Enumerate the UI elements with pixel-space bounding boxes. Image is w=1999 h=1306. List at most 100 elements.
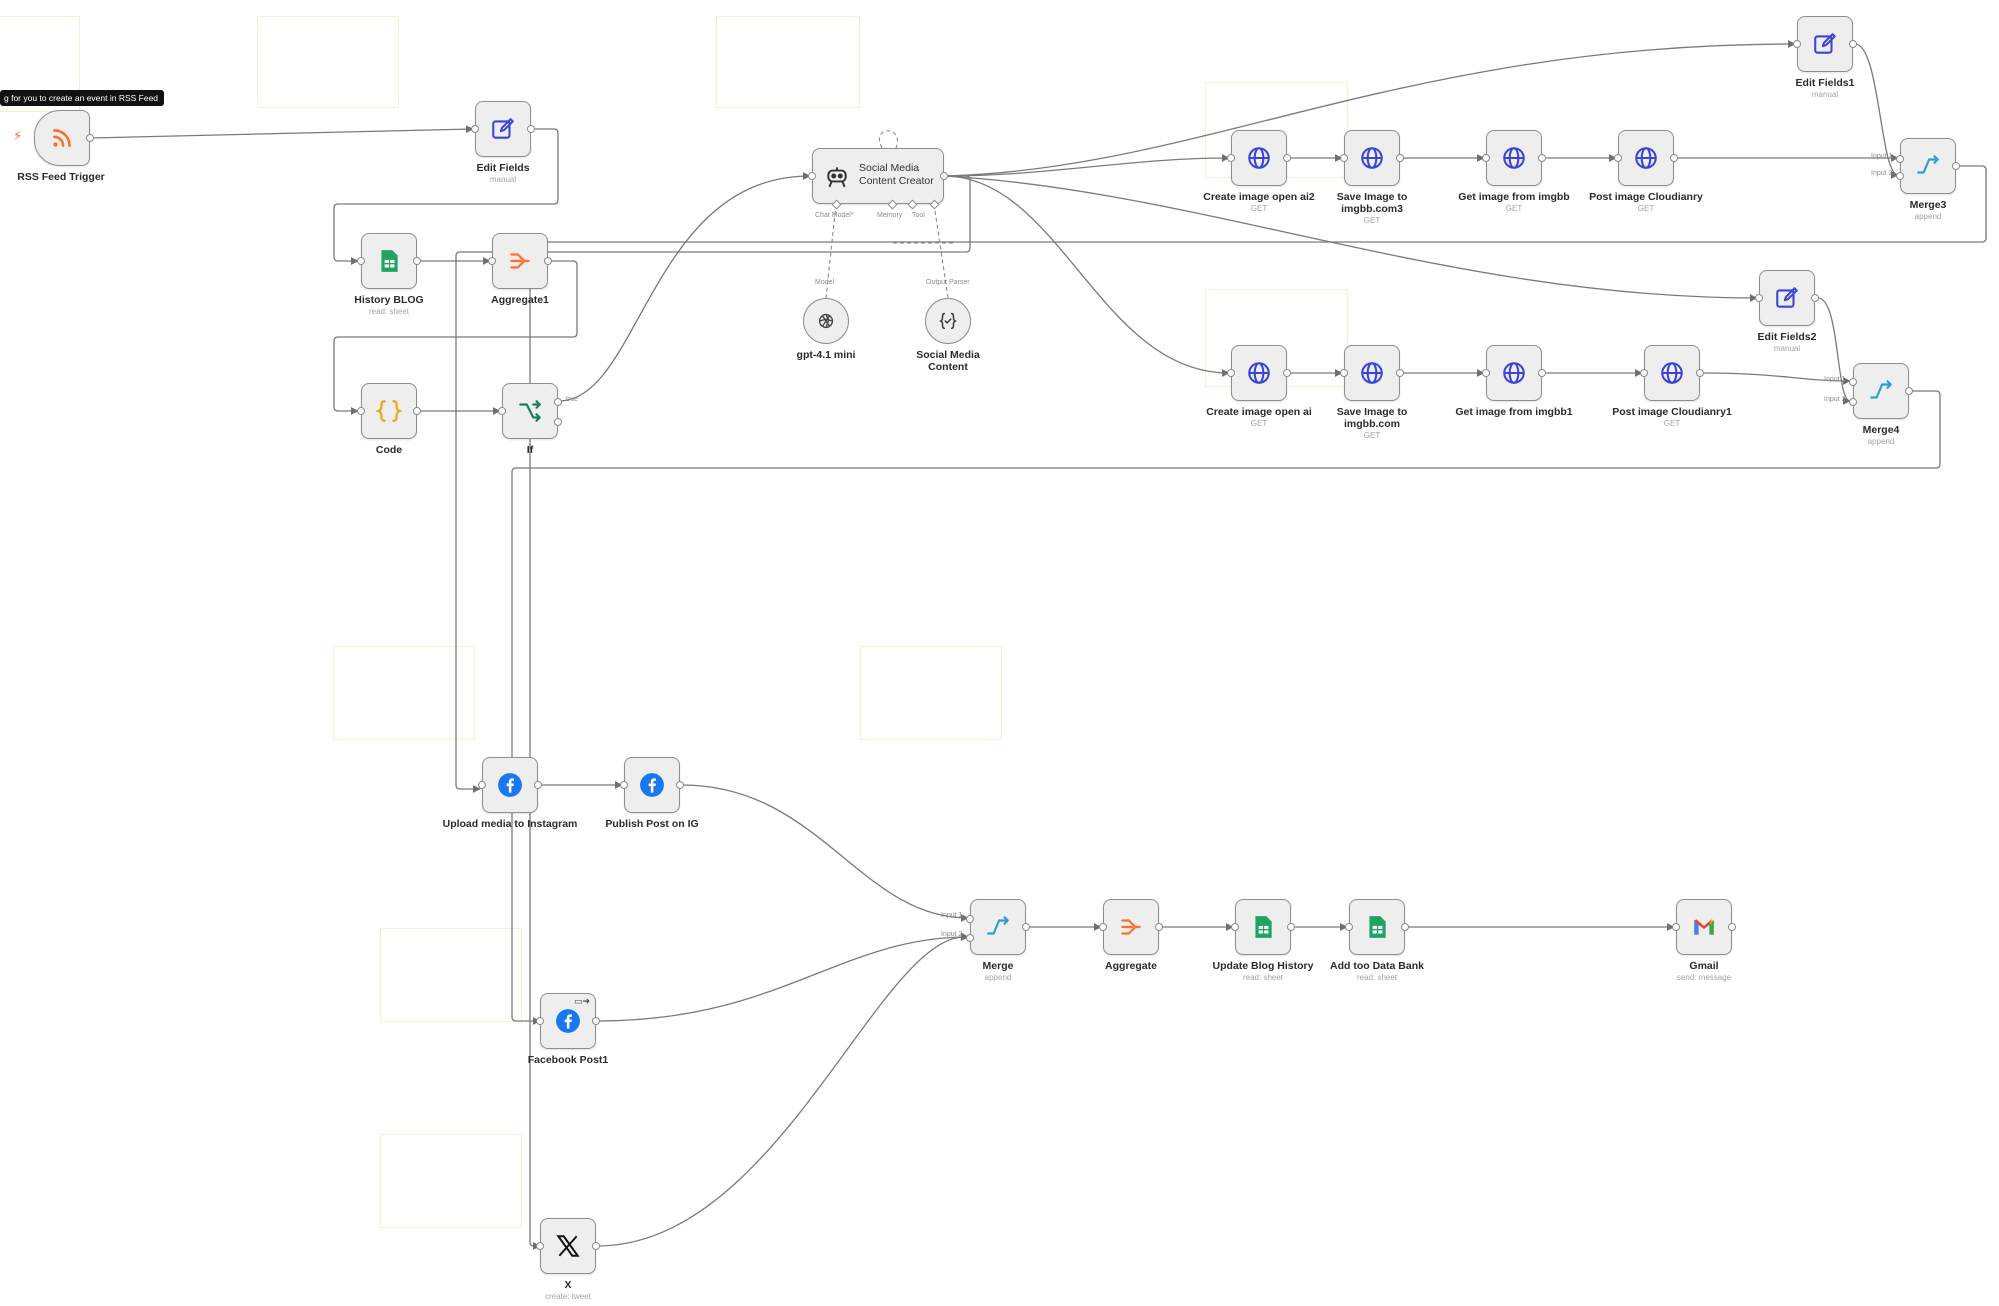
output-port[interactable] — [1728, 923, 1736, 931]
output-port[interactable] — [1849, 40, 1857, 48]
node-label: Code — [375, 444, 403, 456]
output-port[interactable] — [534, 781, 542, 789]
output-port[interactable] — [1155, 923, 1163, 931]
input-port[interactable] — [488, 257, 496, 265]
input-1-port[interactable] — [1849, 378, 1857, 386]
output-port[interactable] — [940, 172, 948, 180]
node-save-image-imgbb[interactable] — [1340, 345, 1404, 401]
output-port[interactable] — [1811, 294, 1819, 302]
output-port[interactable] — [1952, 162, 1960, 170]
input-port[interactable] — [1227, 154, 1235, 162]
input-port[interactable] — [1345, 923, 1353, 931]
input-1-port[interactable] — [966, 915, 974, 923]
true-output-port[interactable] — [554, 398, 562, 406]
input-port[interactable] — [1793, 40, 1801, 48]
node-gpt-4-1-mini[interactable] — [803, 298, 849, 344]
node-post-image-cloudianry[interactable] — [1614, 130, 1678, 186]
node-upload-media-instagram[interactable] — [478, 757, 542, 813]
input-port[interactable] — [1482, 154, 1490, 162]
input-port[interactable] — [357, 257, 365, 265]
input-port[interactable] — [536, 1242, 544, 1250]
node-merge3[interactable] — [1896, 138, 1960, 194]
input-port[interactable] — [620, 781, 628, 789]
node-get-image-imgbb[interactable] — [1482, 130, 1546, 186]
node-merge4[interactable] — [1849, 363, 1913, 419]
node-create-image-open-ai[interactable] — [1227, 345, 1291, 401]
sticky-note[interactable] — [0, 16, 80, 112]
input-port[interactable] — [1614, 154, 1622, 162]
output-port[interactable] — [1670, 154, 1678, 162]
output-port[interactable] — [1022, 923, 1030, 931]
input-port[interactable] — [1231, 923, 1239, 931]
output-port[interactable] — [1696, 369, 1704, 377]
input-2-port[interactable] — [1849, 398, 1857, 406]
connection — [529, 165, 1987, 1250]
output-port[interactable] — [86, 134, 94, 142]
output-port[interactable] — [1396, 369, 1404, 377]
input-port[interactable] — [536, 1017, 544, 1025]
node-get-image-imgbb1[interactable] — [1482, 345, 1546, 401]
input-port[interactable] — [808, 172, 816, 180]
node-aggregate1[interactable] — [488, 233, 552, 289]
output-port[interactable] — [1538, 369, 1546, 377]
input-1-port[interactable] — [1896, 155, 1904, 163]
input-port[interactable] — [1672, 923, 1680, 931]
false-output-port[interactable] — [554, 418, 562, 426]
input-port[interactable] — [471, 125, 479, 133]
output-port[interactable] — [413, 257, 421, 265]
node-edit-fields[interactable] — [471, 101, 535, 157]
sticky-note[interactable] — [257, 16, 399, 108]
input-port[interactable] — [1640, 369, 1648, 377]
node-social-media-content-parser[interactable] — [925, 298, 971, 344]
input-port[interactable] — [1755, 294, 1763, 302]
sheets-icon — [1255, 916, 1272, 938]
sticky-note[interactable] — [380, 928, 522, 1022]
node-update-blog-history[interactable] — [1231, 899, 1295, 955]
output-port[interactable] — [592, 1017, 600, 1025]
sticky-note[interactable] — [333, 646, 475, 740]
node-publish-post-ig[interactable] — [620, 757, 684, 813]
output-port[interactable] — [1287, 923, 1295, 931]
input-2-port[interactable] — [1896, 172, 1904, 180]
sticky-note[interactable] — [860, 646, 1002, 740]
input-2-port[interactable] — [966, 934, 974, 942]
node-save-image-imgbb3[interactable] — [1340, 130, 1404, 186]
node-create-image-open-ai2[interactable] — [1227, 130, 1291, 186]
input-port[interactable] — [1340, 154, 1348, 162]
node-x[interactable] — [536, 1218, 600, 1274]
input-port[interactable] — [478, 781, 486, 789]
output-port[interactable] — [592, 1242, 600, 1250]
node-rss-feed-trigger[interactable] — [34, 110, 94, 166]
output-port[interactable] — [1401, 923, 1409, 931]
node-edit-fields2[interactable] — [1755, 270, 1819, 326]
sticky-note[interactable] — [380, 1134, 522, 1228]
output-port[interactable] — [413, 407, 421, 415]
node-aggregate[interactable] — [1099, 899, 1163, 955]
input-port[interactable] — [1099, 923, 1107, 931]
output-port[interactable] — [1905, 387, 1913, 395]
output-port[interactable] — [1538, 154, 1546, 162]
input-port[interactable] — [1482, 369, 1490, 377]
node-edit-fields1[interactable] — [1793, 16, 1857, 72]
input-port[interactable] — [357, 407, 365, 415]
node-gmail[interactable] — [1672, 899, 1736, 955]
output-port[interactable] — [527, 125, 535, 133]
node-merge[interactable] — [966, 899, 1030, 955]
output-port[interactable] — [1396, 154, 1404, 162]
input-port[interactable] — [498, 407, 506, 415]
node-history-blog[interactable] — [357, 233, 421, 289]
output-port[interactable] — [1283, 154, 1291, 162]
sticky-note[interactable] — [716, 16, 860, 108]
node-add-data-bank[interactable] — [1345, 899, 1409, 955]
input-port[interactable] — [1340, 369, 1348, 377]
node-if[interactable] — [498, 383, 562, 439]
node-post-image-cloudianry1[interactable] — [1640, 345, 1704, 401]
output-port[interactable] — [1283, 369, 1291, 377]
node-facebook-post1[interactable]: ▭➔ — [536, 993, 600, 1049]
output-port[interactable] — [544, 257, 552, 265]
output-port[interactable] — [676, 781, 684, 789]
node-code[interactable] — [357, 383, 421, 439]
input-port[interactable] — [1227, 369, 1235, 377]
